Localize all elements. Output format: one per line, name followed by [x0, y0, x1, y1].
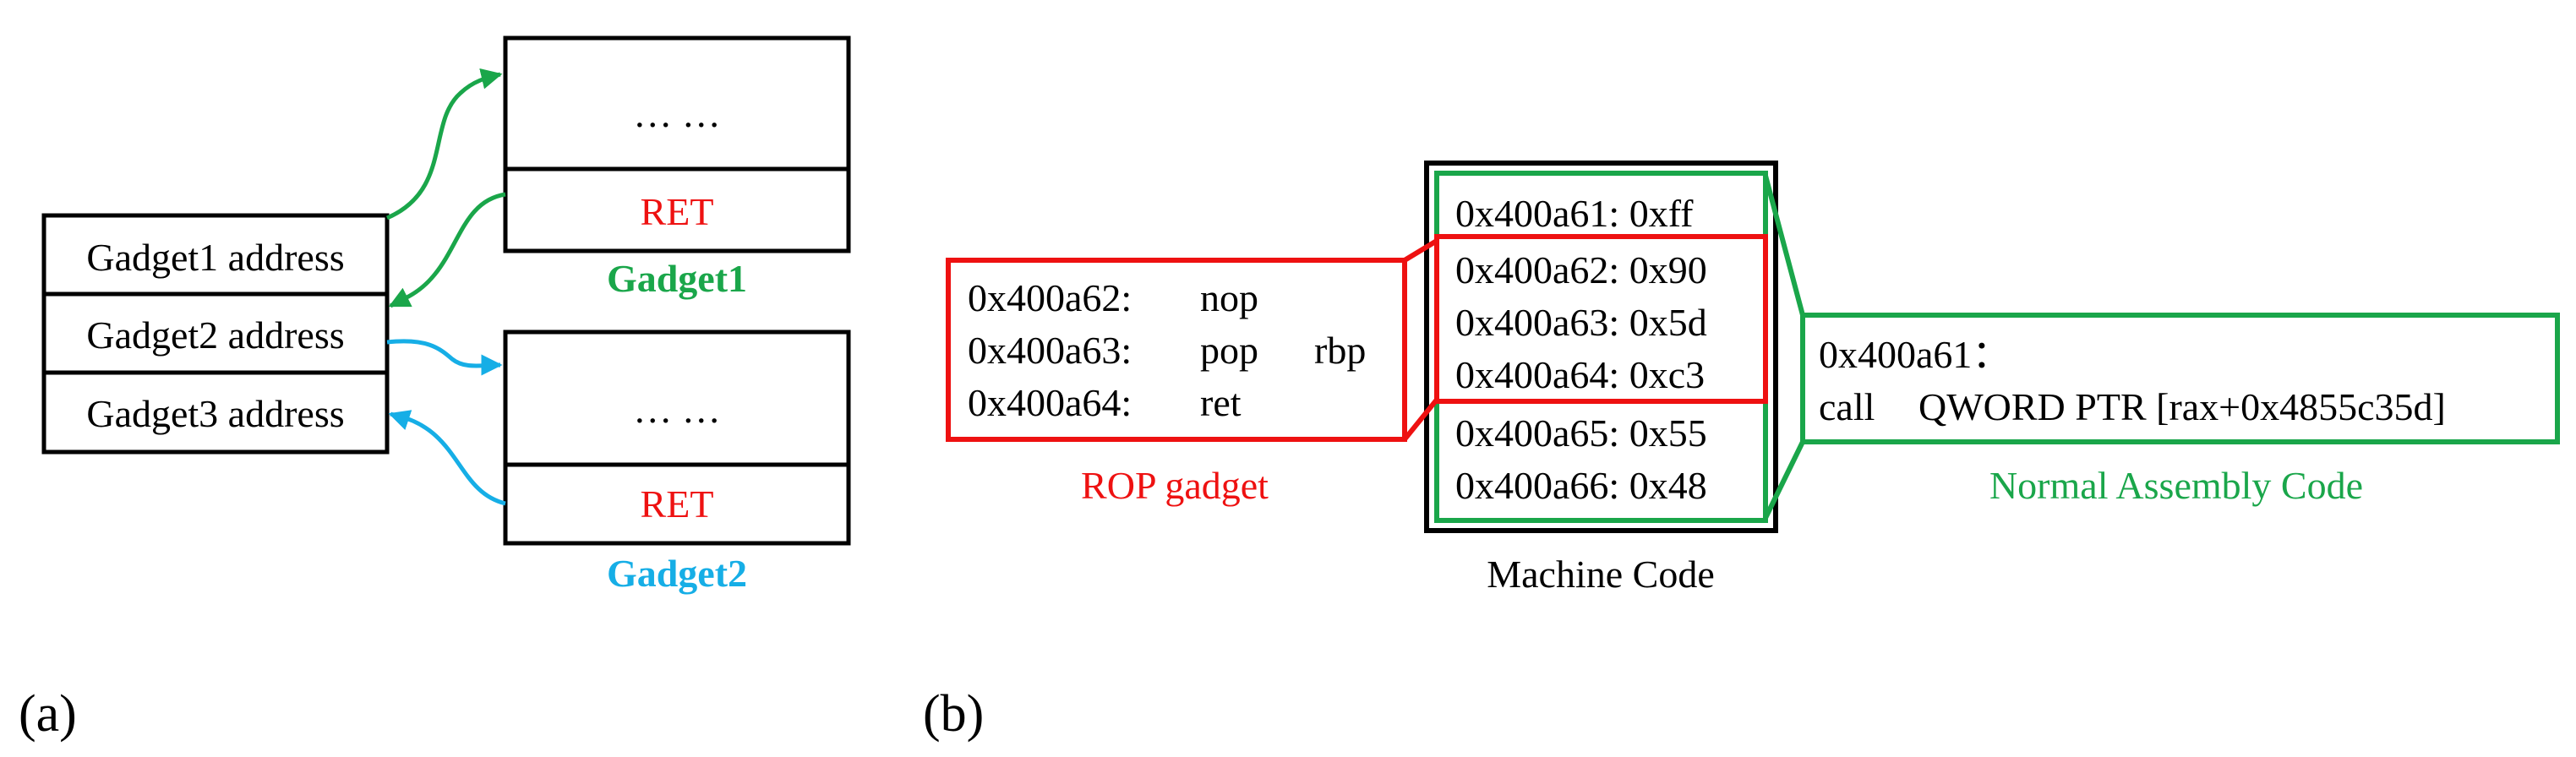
machine-line-6: 0x400a66: 0x48: [1455, 464, 1707, 507]
normal-connector-top: [1763, 175, 1805, 316]
rop-op: pop: [1200, 329, 1258, 372]
gadget1-ret: RET: [641, 190, 714, 233]
address-stack: Gadget1 address Gadget2 address Gadget3 …: [41, 213, 390, 455]
gadget1-label: Gadget1: [607, 257, 747, 300]
stack-item-gadget2: Gadget2 address: [86, 313, 344, 357]
rop-frame: [946, 258, 1407, 442]
machine-line-5: 0x400a65: 0x55: [1455, 411, 1707, 455]
normal-op: call: [1819, 385, 1875, 428]
normal-line-1: 0x400a61：: [1819, 333, 2011, 376]
gadget2-dots: … …: [633, 388, 721, 431]
rop-line-1: 0x400a62: nop: [968, 276, 1258, 319]
arrow-stack-to-gadget1: [386, 68, 503, 221]
machine-line-2: 0x400a62: 0x90: [1455, 248, 1707, 291]
panel-b-label: (b): [923, 685, 984, 743]
stack-item-gadget1: Gadget1 address: [86, 236, 344, 279]
rop-connector-top: [1403, 238, 1438, 263]
arrow-gadget1-ret-to-stack: [388, 192, 506, 308]
machine-line-4: 0x400a64: 0xc3: [1455, 353, 1705, 396]
machine-caption: Machine Code: [1487, 553, 1715, 596]
address-stack-box: [41, 213, 390, 455]
gadget2-box: … … RET Gadget2: [503, 329, 851, 595]
panel-a-label: (a): [19, 685, 77, 743]
rop-op: ret: [1200, 381, 1242, 424]
arrow-stack-to-gadget2: [386, 339, 503, 376]
gadget2-ret: RET: [641, 482, 714, 526]
machine-outer-frame: [1424, 161, 1778, 533]
gadget1-dots: … …: [633, 92, 721, 135]
gadget1-box: … … RET Gadget1: [503, 35, 851, 300]
rop-addr: 0x400a63:: [968, 329, 1132, 372]
rop-addr: 0x400a64:: [968, 381, 1132, 424]
normal-line-2: call QWORD PTR [rax+0x4855c35d]: [1819, 385, 2446, 428]
normal-frame: [1800, 313, 2560, 444]
panel-a: Gadget1 address Gadget2 address Gadget3 …: [19, 35, 851, 743]
rop-caption: ROP gadget: [1081, 464, 1269, 507]
stack-item-gadget3: Gadget3 address: [86, 392, 344, 435]
gadget1-frame: [503, 35, 851, 253]
normal-arg: QWORD PTR [rax+0x4855c35d]: [1918, 385, 2446, 428]
normal-connector-bottom: [1763, 440, 1805, 520]
machine-line-1: 0x400a61: 0xff: [1455, 192, 1694, 235]
rop-op: nop: [1200, 276, 1258, 319]
rop-line-2: 0x400a63: pop rbp: [968, 329, 1366, 372]
rop-arg: rbp: [1314, 329, 1366, 372]
machine-rop-frame: [1434, 234, 1768, 404]
rop-gadget-box: 0x400a62: nop 0x400a63: pop rbp 0x400a64…: [946, 258, 1407, 507]
machine-code-box: 0x400a61: 0xff 0x400a62: 0x90 0x400a63: …: [1424, 161, 1778, 596]
panel-b: 0x400a62: nop 0x400a63: pop rbp 0x400a64…: [923, 161, 2560, 743]
gadget2-label: Gadget2: [607, 552, 747, 595]
normal-caption: Normal Assembly Code: [1989, 464, 2363, 507]
arrow-gadget2-ret-to-stack: [388, 410, 506, 506]
rop-connector-bottom: [1402, 398, 1439, 441]
gadget2-frame: [503, 329, 851, 546]
machine-line-3: 0x400a63: 0x5d: [1455, 301, 1707, 344]
rop-addr: 0x400a62:: [968, 276, 1132, 319]
rop-line-3: 0x400a64: ret: [968, 381, 1242, 424]
normal-assembly-box: 0x400a61： call QWORD PTR [rax+0x4855c35d…: [1800, 313, 2560, 507]
